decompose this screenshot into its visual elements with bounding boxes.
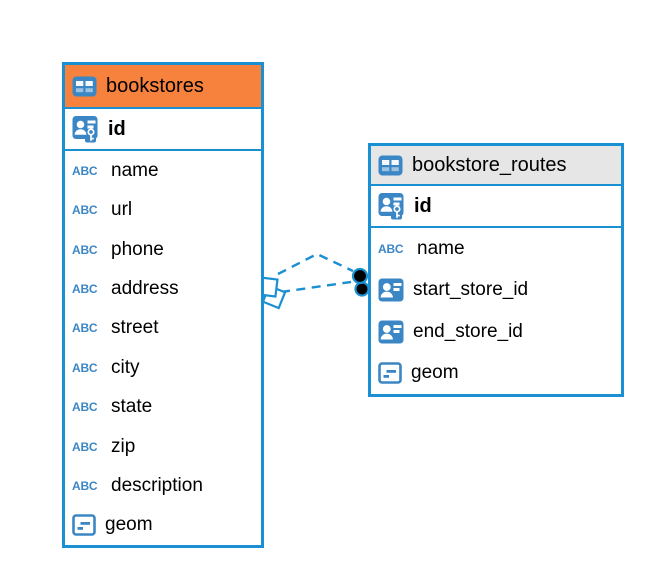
- column-row-id[interactable]: id: [371, 186, 621, 228]
- relationship-dashed-lines[interactable]: [277, 252, 354, 294]
- text-type-icon: ABC: [72, 281, 98, 296]
- column-row-street[interactable]: ABC street: [65, 309, 261, 348]
- column-row-id[interactable]: id: [65, 109, 261, 151]
- column-row-geom[interactable]: geom: [371, 353, 621, 395]
- text-type-icon: ABC: [378, 241, 404, 256]
- table-icon: [72, 76, 97, 97]
- column-row-geom[interactable]: geom: [65, 506, 261, 545]
- column-row-description[interactable]: ABC description: [65, 466, 261, 505]
- column-label: description: [111, 474, 203, 496]
- column-label: end_store_id: [413, 320, 523, 342]
- table-bookstores[interactable]: bookstores id ABC name: [62, 62, 264, 548]
- column-row-name[interactable]: ABC name: [371, 228, 621, 270]
- text-type-icon: ABC: [72, 163, 98, 178]
- text-type-icon: ABC: [72, 321, 98, 336]
- relationship-line-lower[interactable]: [280, 280, 352, 294]
- table-bookstore-routes[interactable]: bookstore_routes id ABC name: [368, 143, 624, 397]
- table-name: bookstore_routes: [412, 153, 567, 176]
- column-row-url[interactable]: ABC url: [65, 190, 261, 229]
- table-icon: [378, 155, 403, 176]
- column-label: address: [111, 277, 179, 299]
- text-type-icon: ABC: [72, 400, 98, 415]
- column-label: id: [108, 117, 126, 140]
- geometry-type-icon: [72, 513, 96, 537]
- relationship-line-upper[interactable]: [277, 252, 354, 276]
- column-label: start_store_id: [413, 279, 529, 301]
- geometry-type-icon: [378, 361, 402, 385]
- column-label: zip: [111, 435, 136, 457]
- column-label: name: [111, 159, 159, 181]
- table-name: bookstores: [106, 74, 204, 97]
- one-end-dot-marker: [351, 267, 370, 297]
- text-type-icon: ABC: [72, 360, 98, 375]
- column-label: url: [111, 199, 133, 221]
- column-label: state: [111, 396, 153, 418]
- table-bookstore-routes-header[interactable]: bookstore_routes: [371, 146, 621, 186]
- text-type-icon: ABC: [72, 242, 98, 257]
- column-row-zip[interactable]: ABC zip: [65, 427, 261, 466]
- table-bookstores-header[interactable]: bookstores: [65, 65, 261, 109]
- primary-key-icon: [72, 115, 99, 143]
- column-row-name[interactable]: ABC name: [65, 151, 261, 190]
- column-label: city: [111, 356, 140, 378]
- reference-type-icon: [378, 278, 404, 302]
- text-type-icon: ABC: [72, 439, 98, 454]
- primary-key-icon: [378, 192, 405, 220]
- column-label: id: [414, 194, 432, 217]
- column-label: name: [417, 237, 465, 259]
- reference-type-icon: [378, 320, 404, 344]
- column-label: geom: [411, 362, 459, 384]
- column-row-state[interactable]: ABC state: [65, 387, 261, 426]
- column-row-city[interactable]: ABC city: [65, 348, 261, 387]
- column-row-phone[interactable]: ABC phone: [65, 230, 261, 269]
- text-type-icon: ABC: [72, 203, 98, 218]
- text-type-icon: ABC: [72, 478, 98, 493]
- column-label: geom: [105, 514, 153, 536]
- column-label: phone: [111, 238, 164, 260]
- column-row-address[interactable]: ABC address: [65, 269, 261, 308]
- column-row-start-store-id[interactable]: start_store_id: [371, 270, 621, 312]
- column-label: street: [111, 317, 159, 339]
- column-row-end-store-id[interactable]: end_store_id: [371, 311, 621, 353]
